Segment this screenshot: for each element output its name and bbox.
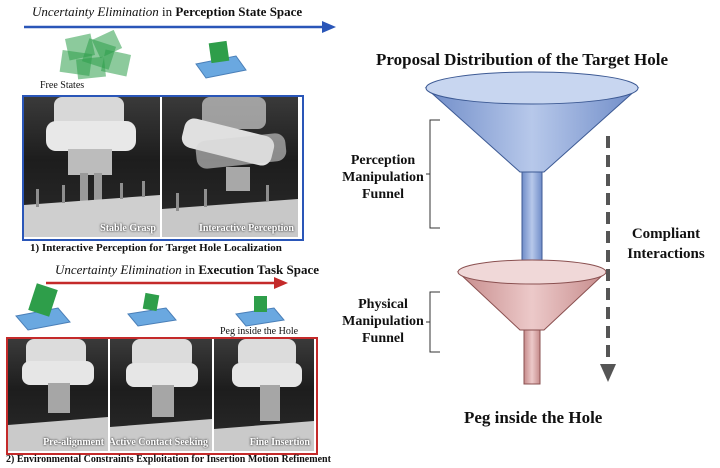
physical-funnel-bracket <box>426 291 440 353</box>
free-states-cloud <box>59 30 132 80</box>
execution-space-title: Uncertainty Elimination in Execution Tas… <box>55 262 320 277</box>
photo-interactive-perception: Interactive Perception <box>162 97 298 237</box>
peg-state-icon-3 <box>235 296 285 327</box>
pre-alignment-label: Pre-alignment <box>43 437 104 448</box>
caption-interactive-perception: 1) Interactive Perception for Target Hol… <box>30 242 282 254</box>
funnel-diagram-title: Proposal Distribution of the Target Hole <box>376 50 668 69</box>
physical-funnel-label: Physical Manipulation Funnel <box>342 297 424 346</box>
robot-gripper-image <box>214 339 314 451</box>
free-states-label: Free States <box>40 80 85 91</box>
funnel-diagram <box>424 71 640 385</box>
peg-state-icon-1 <box>15 283 71 331</box>
robot-gripper-image <box>162 97 298 237</box>
peg-state-icon-2 <box>127 292 177 327</box>
perception-funnel-label: Perception Manipulation Funnel <box>342 153 424 202</box>
physical-funnel-shape <box>456 259 608 385</box>
interactive-perception-label: Interactive Perception <box>198 223 294 234</box>
perception-panel-frame <box>22 95 304 241</box>
robot-gripper-image <box>110 339 212 451</box>
caption-environmental-constraints: 2) Environmental Constraints Exploitatio… <box>6 454 331 465</box>
compliant-interactions-label: Compliant Interactions <box>627 226 705 262</box>
photo-pre-alignment: Pre-alignment <box>8 339 108 451</box>
perception-funnel-shape <box>424 71 640 269</box>
peg-inside-hole-title: Peg inside the Hole <box>464 408 603 427</box>
execution-arrow <box>46 277 288 289</box>
localized-state-icon <box>195 40 247 79</box>
perception-funnel-bracket <box>426 119 440 229</box>
fine-insertion-label: Fine Insertion <box>249 437 310 448</box>
stable-grasp-label: Stable Grasp <box>100 223 156 234</box>
photo-active-contact-seeking: Active Contact Seeking <box>110 339 212 451</box>
active-contact-seeking-label: Active Contact Seeking <box>110 437 208 448</box>
compliant-interactions-arrow <box>600 136 616 382</box>
photo-stable-grasp: Stable Grasp <box>24 97 160 237</box>
photo-fine-insertion: Fine Insertion <box>214 339 314 451</box>
perception-arrow <box>24 21 336 33</box>
robot-gripper-image <box>8 339 108 451</box>
robot-gripper-image <box>24 97 160 237</box>
peg-inside-hole-label: Peg inside the Hole <box>220 326 299 337</box>
execution-panel-frame <box>6 337 318 455</box>
perception-space-title: Uncertainty Elimination in Perception St… <box>32 4 303 19</box>
